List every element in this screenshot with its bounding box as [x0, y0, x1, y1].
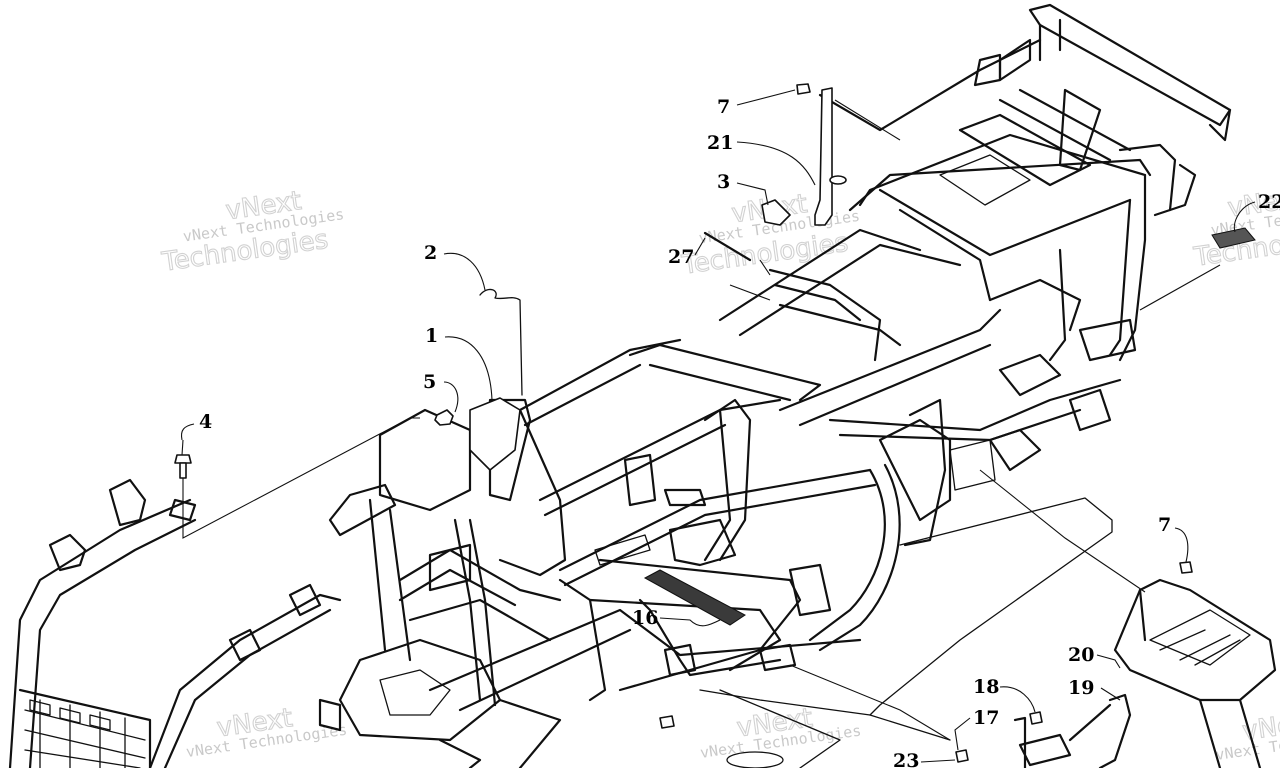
watermark-6: vNext vNext Technologies [1214, 706, 1280, 764]
callout-21: 21 [707, 132, 733, 154]
callout-23: 23 [893, 750, 919, 768]
part-7-bolt-lower [1179, 561, 1193, 574]
callouts: 1 2 3 4 5 7 7 16 17 18 19 20 21 22 23 27 [199, 96, 1280, 768]
main-frame [318, 3, 1232, 768]
watermark-1: vNext vNext Technologies Technologies [159, 186, 345, 279]
part-7-bolt-upper [796, 83, 811, 95]
callout-22: 22 [1258, 191, 1280, 213]
callout-7-upper: 7 [717, 96, 730, 118]
part-16-pad [643, 569, 746, 626]
watermark-4: vNext vNext Technologies [185, 703, 348, 761]
watermark-5: vNext vNext Technologies [699, 703, 862, 762]
callout-27: 27 [668, 246, 694, 268]
rear-rack-part [1113, 578, 1277, 768]
callout-19: 19 [1068, 677, 1094, 699]
callout-5: 5 [423, 371, 436, 393]
part-3-bracket [761, 199, 791, 226]
skid-plate-rear [699, 497, 1113, 716]
part-4-bolt [174, 454, 192, 479]
callout-3: 3 [717, 171, 730, 193]
part-23-bolt [659, 715, 675, 729]
part-21-strap [814, 87, 833, 226]
part-18-bolt [1029, 711, 1043, 725]
watermark-2: vNext vNext Technologies Technologies [679, 188, 861, 281]
callout-4: 4 [199, 411, 212, 433]
watermark-3: vNext vNext Technologies Technologies [1191, 183, 1280, 274]
callout-20: 20 [1068, 644, 1094, 666]
part-19-hoop [1068, 693, 1132, 768]
front-rack [8, 478, 342, 768]
part-27-rod [703, 231, 752, 262]
part-5-nut [434, 409, 454, 426]
part-22-pad [1211, 227, 1256, 249]
callout-2: 2 [424, 242, 437, 264]
callout-17: 17 [973, 707, 999, 729]
skid-plate-front [719, 689, 951, 768]
part-lower-bracket [1013, 716, 1072, 768]
part-1-bracket [469, 397, 521, 471]
part-17-nut [955, 749, 969, 763]
callout-1: 1 [425, 325, 438, 347]
callout-18: 18 [973, 676, 999, 698]
part-2-wire [479, 288, 523, 396]
callout-16: 16 [632, 607, 658, 629]
part-21-washer [829, 175, 847, 185]
leader-lines [180, 89, 1256, 763]
part-washer-ring [726, 751, 784, 768]
callout-7-lower: 7 [1158, 514, 1171, 536]
